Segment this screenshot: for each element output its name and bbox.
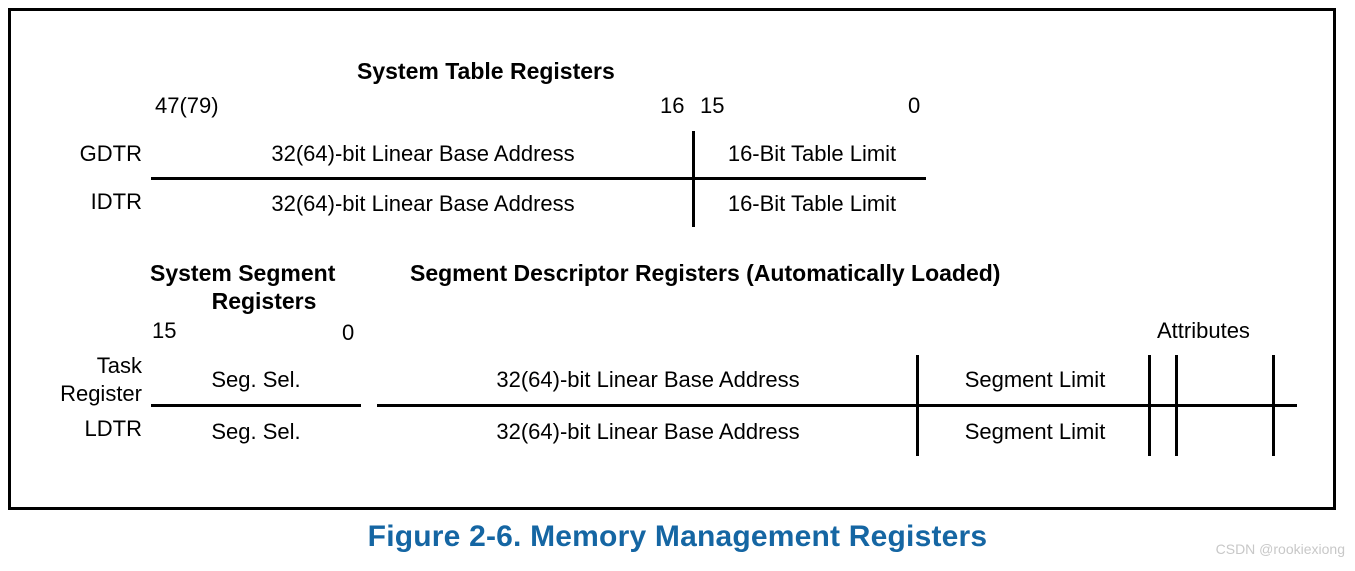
register-label-gdtr: GDTR [79, 141, 142, 166]
task-register-attribute-cell-1 [1148, 355, 1178, 404]
system-segment-registers-heading-line2: Registers [211, 288, 317, 314]
bit-label-16: 16 [660, 93, 685, 118]
task-register-segment-limit-cell: Segment Limit [916, 355, 1151, 404]
segment-descriptor-registers-heading: Segment Descriptor Registers (Automatica… [410, 260, 1001, 286]
system-table-registers-box: 32(64)-bit Linear Base Address 16-Bit Ta… [151, 131, 929, 227]
segment-selector-row-divider [151, 404, 361, 407]
bit-label-15-selector: 15 [152, 318, 177, 343]
ldtr-attribute-cell-3 [1272, 407, 1303, 456]
bit-label-47-79: 47(79) [155, 93, 219, 118]
segment-selector-box: Seg. Sel. Seg. Sel. [151, 355, 361, 456]
system-segment-registers-heading-line1: System Segment [150, 260, 336, 286]
segment-descriptor-row-divider [377, 404, 1297, 407]
bit-label-0-selector: 0 [342, 320, 355, 345]
idtr-table-limit-cell: 16-Bit Table Limit [692, 180, 929, 227]
ldtr-attribute-cell-1 [1148, 407, 1178, 456]
register-label-idtr: IDTR [90, 189, 142, 214]
register-label-task-register-line2: Register [60, 381, 142, 406]
segment-descriptor-box: 32(64)-bit Linear Base Address Segment L… [377, 355, 1303, 456]
register-label-task-register-line1: Task [96, 353, 142, 378]
bit-label-0-table: 0 [908, 93, 921, 118]
gdtr-base-address-cell: 32(64)-bit Linear Base Address [151, 131, 695, 177]
ldtr-selector-cell: Seg. Sel. [151, 407, 361, 456]
task-register-attribute-cell-2 [1175, 355, 1275, 404]
task-register-base-address-cell: 32(64)-bit Linear Base Address [377, 355, 919, 404]
register-label-ldtr: LDTR [84, 416, 142, 441]
figure-caption: Figure 2-6. Memory Management Registers [367, 520, 988, 553]
task-register-selector-cell: Seg. Sel. [151, 355, 361, 404]
ldtr-base-address-cell: 32(64)-bit Linear Base Address [377, 407, 919, 456]
system-table-row-divider [151, 177, 926, 180]
attributes-label: Attributes [1157, 318, 1250, 343]
bit-label-15: 15 [700, 93, 725, 118]
ldtr-segment-limit-cell: Segment Limit [916, 407, 1151, 456]
ldtr-attribute-cell-2 [1175, 407, 1275, 456]
idtr-base-address-cell: 32(64)-bit Linear Base Address [151, 180, 695, 227]
system-table-registers-heading: System Table Registers [357, 58, 615, 84]
gdtr-table-limit-cell: 16-Bit Table Limit [692, 131, 929, 177]
watermark: CSDN @rookiexiong [1215, 541, 1345, 557]
task-register-attribute-cell-3 [1272, 355, 1303, 404]
